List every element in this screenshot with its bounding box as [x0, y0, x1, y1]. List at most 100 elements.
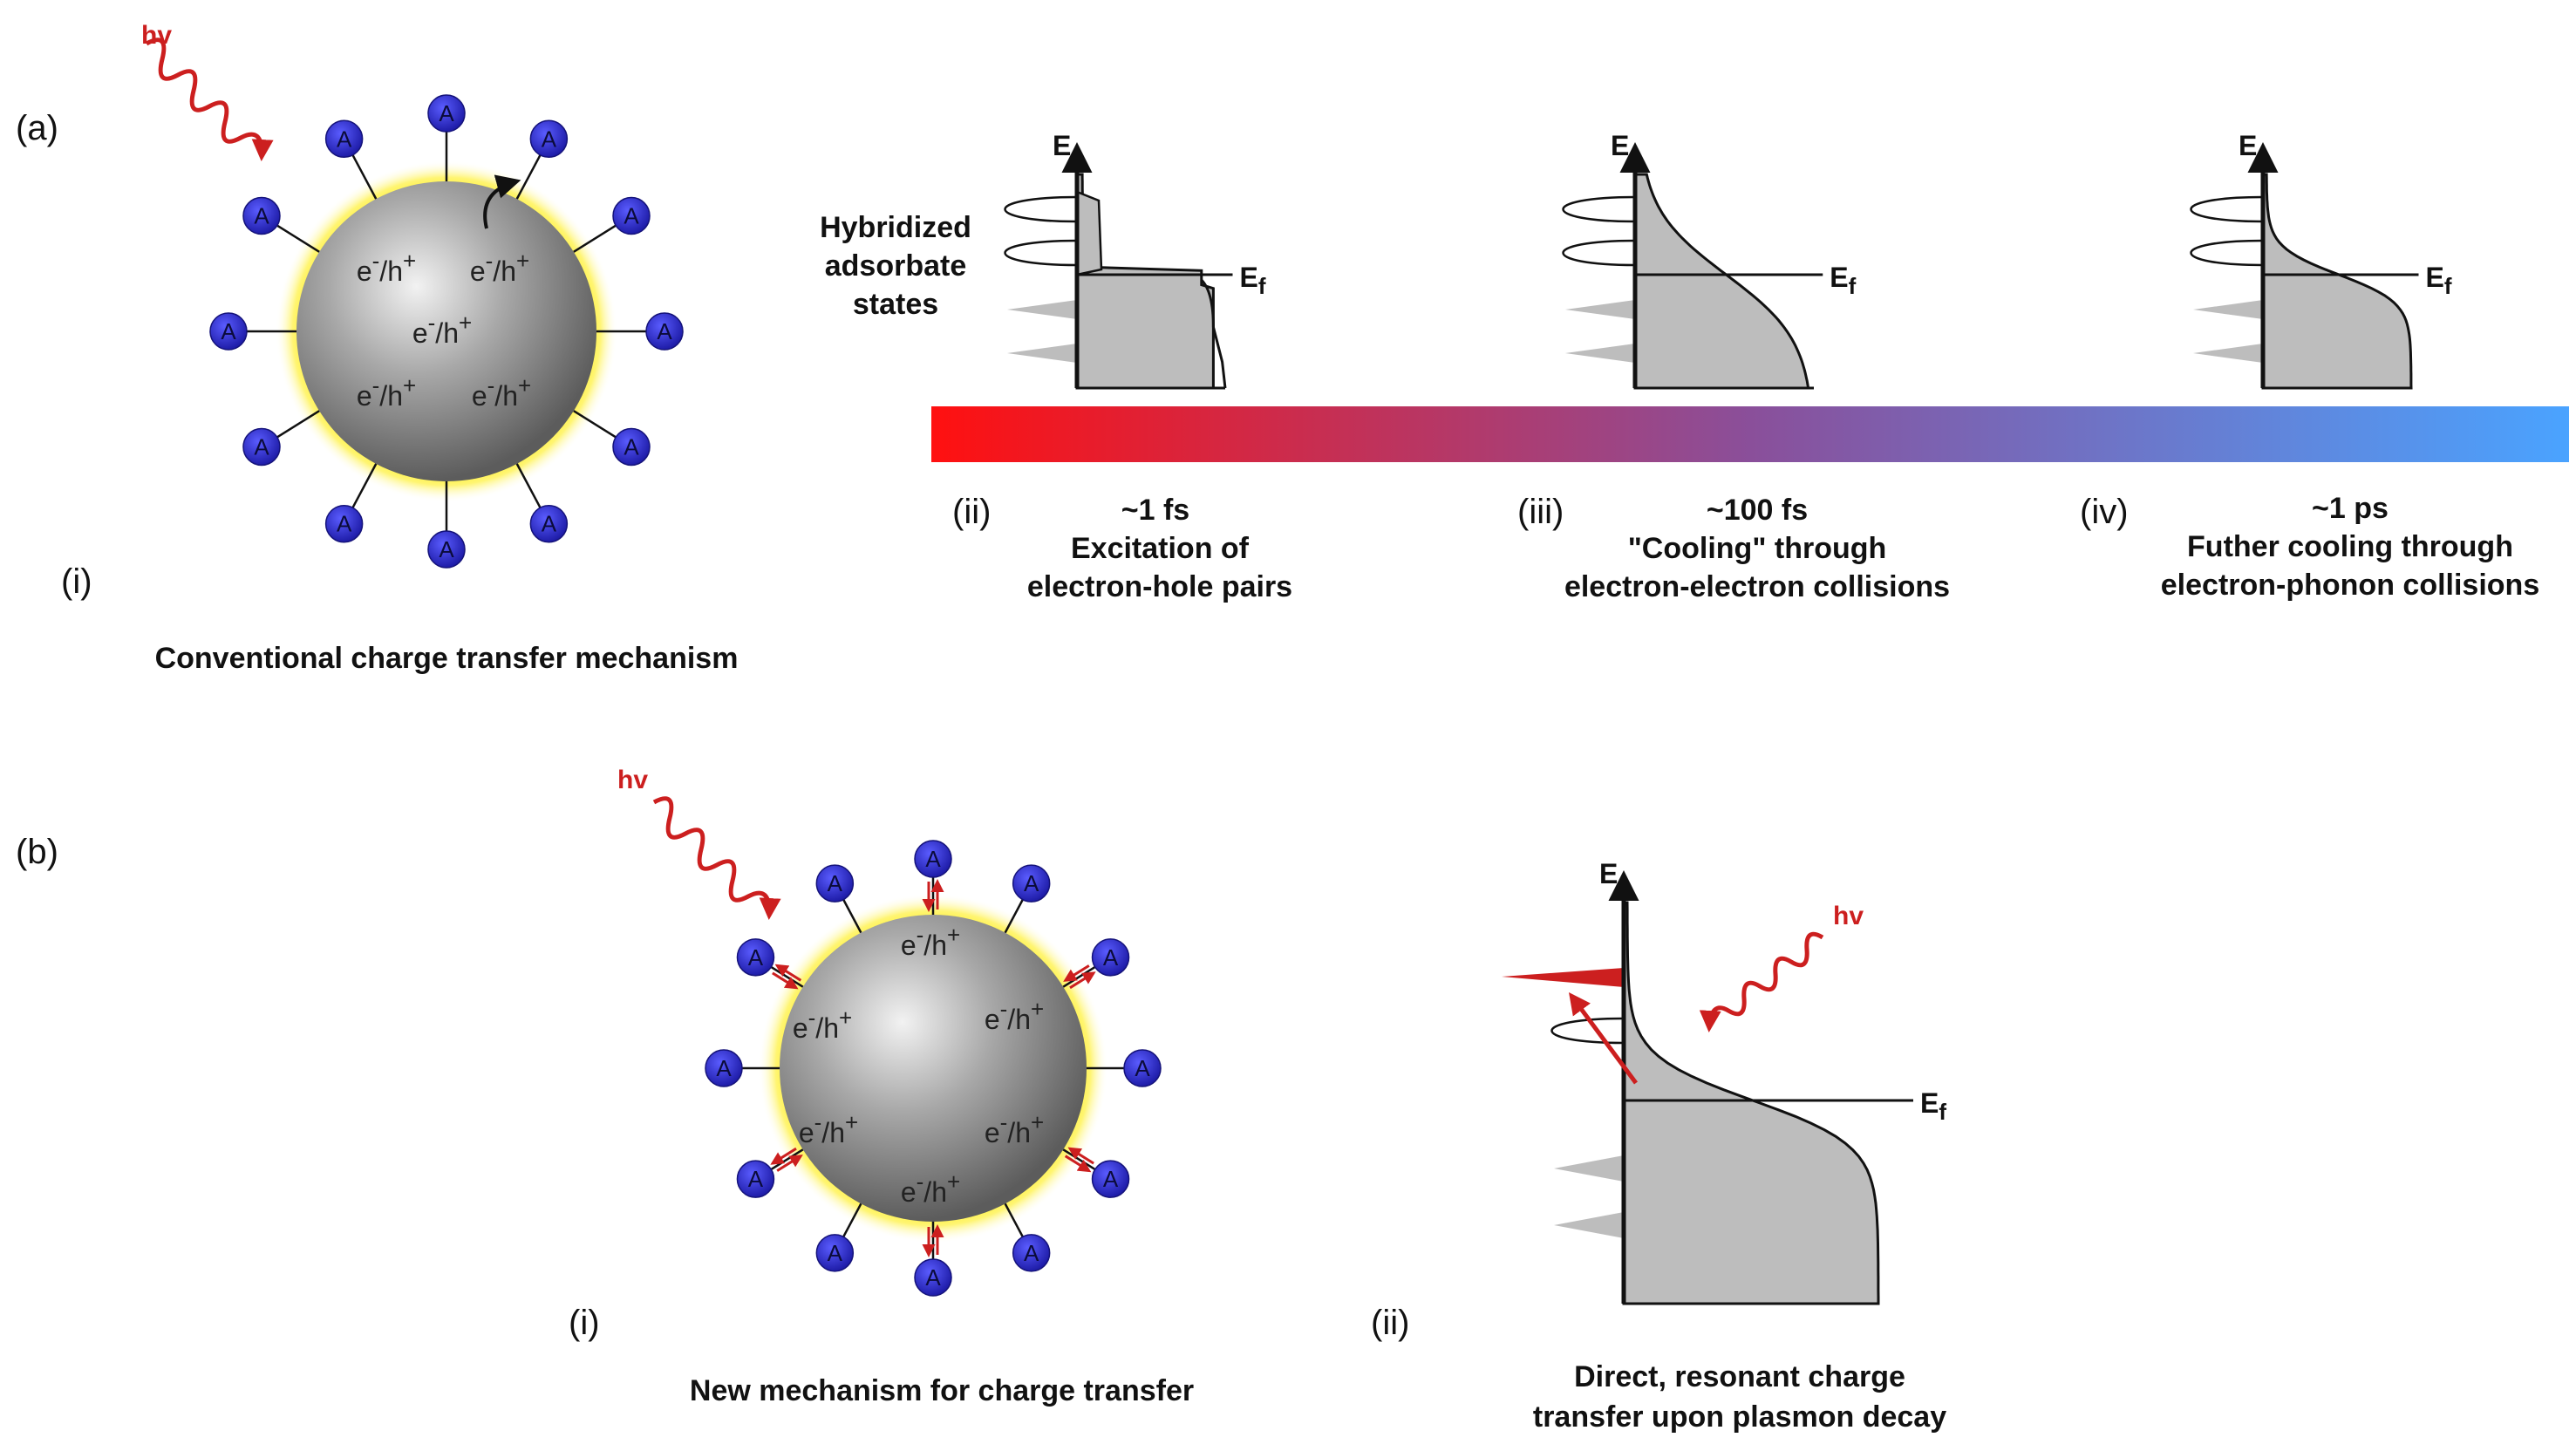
- adsorbate-bond: [842, 898, 862, 934]
- electron-hole-pair-label: e-/h+: [901, 1168, 960, 1208]
- adsorbate-molecule: A: [1012, 1234, 1051, 1272]
- adsorbate-letter: A: [542, 511, 557, 537]
- unoccupied-adsorbate-state: [2190, 239, 2264, 267]
- fermi-level-label: Ef: [1920, 1087, 1946, 1125]
- occupied-adsorbate-state: [1007, 300, 1077, 319]
- stage-iv-line1: Futher cooling through: [2187, 530, 2513, 563]
- electron-hole-pair-label: e-/h+: [793, 1005, 852, 1044]
- adsorbate-bond: [351, 463, 378, 509]
- dos-diagram-excitation: E Ef: [1004, 130, 1266, 390]
- adsorbate-molecule: A: [427, 530, 466, 569]
- occupied-adsorbate-state: [2193, 300, 2263, 319]
- hybridized-label-line2: adsorbate: [825, 249, 967, 283]
- adsorbate-letter: A: [1103, 944, 1119, 971]
- adsorbate-letter: A: [624, 433, 639, 460]
- adsorbate-molecule: A: [736, 1160, 775, 1198]
- adsorbate-letter: A: [1135, 1055, 1150, 1081]
- adsorbate-molecule: A: [705, 1049, 743, 1087]
- fermi-level-label: Ef: [2426, 262, 2452, 299]
- occupied-adsorbate-state: [1554, 1155, 1624, 1182]
- nanoparticle-new-mechanism: AAAAAAAAAAAAe-/h+e-/h+e-/h+e-/h+e-/h+e-/…: [705, 840, 1162, 1297]
- unoccupied-adsorbate-state: [1004, 239, 1078, 267]
- hot-hole-edge: [1200, 278, 1227, 389]
- occupied-adsorbate-state: [1554, 1212, 1624, 1238]
- transfer-arrow-in: [1063, 964, 1090, 982]
- caption-direct-line1: Direct, resonant charge: [1574, 1360, 1905, 1393]
- adsorbate-bond: [573, 224, 617, 253]
- caption-new-mechanism: New mechanism for charge transfer: [690, 1374, 1194, 1407]
- transfer-arrow-in: [772, 971, 799, 990]
- electron-hole-pair-label: e-/h+: [357, 248, 416, 287]
- unoccupied-adsorbate-state: [1550, 1017, 1625, 1045]
- adsorbate-molecule: A: [914, 1258, 952, 1297]
- roman-a-ii: (ii): [952, 493, 991, 531]
- roman-a-iv: (iv): [2080, 493, 2129, 531]
- electron-hole-pair-label: e-/h+: [412, 310, 472, 349]
- energy-axis-label: E: [1053, 130, 1071, 161]
- hot-carrier-tail: [1076, 190, 1103, 276]
- stage-iii-line2: electron-electron collisions: [1564, 570, 1950, 603]
- stage-ii-time: ~1 fs: [1121, 494, 1189, 527]
- electron-hole-pair-label: e-/h+: [901, 922, 960, 961]
- adsorbate-letter: A: [1103, 1166, 1119, 1192]
- adsorbate-letter: A: [254, 433, 269, 460]
- adsorbate-letter: A: [542, 126, 557, 152]
- photon-label-b: hv: [617, 766, 648, 794]
- dos-diagram-electron-electron: EEf: [1562, 130, 1857, 390]
- stage-iv-time: ~1 ps: [2312, 492, 2389, 525]
- density-of-states: [1633, 173, 1814, 390]
- electron-hole-pair-label: e-/h+: [985, 1109, 1044, 1148]
- adsorbate-letter: A: [828, 870, 843, 896]
- electron-hop-arrow: [483, 174, 521, 229]
- photon-arrow-a: [145, 37, 274, 161]
- energy-axis-label: E: [1599, 858, 1618, 889]
- adsorbate-letter: A: [337, 126, 352, 152]
- adsorbate-molecule: A: [914, 840, 952, 878]
- adsorbate-letter: A: [1024, 1240, 1039, 1266]
- energy-axis-label: E: [2239, 130, 2257, 161]
- adsorbate-letter: A: [254, 203, 269, 229]
- adsorbate-letter: A: [748, 1166, 764, 1192]
- roman-b-ii: (ii): [1371, 1304, 1409, 1342]
- electron-hole-pair-label: e-/h+: [357, 372, 416, 412]
- dos-diagram-resonant: E Ef: [1502, 858, 1946, 1305]
- adsorbate-molecule: A: [242, 196, 281, 235]
- energy-axis-label: E: [1611, 130, 1629, 161]
- metal-nanoparticle: [296, 181, 596, 481]
- density-of-states: [1622, 901, 1880, 1305]
- adsorbate-letter: A: [925, 1264, 941, 1291]
- adsorbate-letter: A: [716, 1055, 732, 1081]
- roman-b-i: (i): [569, 1304, 600, 1342]
- stage-ii-line2: electron-hole pairs: [1027, 570, 1292, 603]
- electron-hole-pair-label: e-/h+: [472, 372, 531, 412]
- adsorbate-molecule: A: [1091, 938, 1130, 977]
- transfer-arrow-out: [1069, 971, 1096, 990]
- adsorbate-molecule: A: [427, 94, 466, 133]
- fermi-level-label: Ef: [1240, 262, 1266, 299]
- adsorbate-molecule: A: [645, 312, 684, 351]
- panel-label-a: (a): [16, 109, 58, 147]
- transfer-arrow-in: [1067, 1147, 1094, 1165]
- adsorbate-molecule: A: [1123, 1049, 1162, 1087]
- adsorbate-bond: [276, 410, 320, 439]
- photon-arrow-b-ii: [1699, 931, 1824, 1032]
- adsorbate-molecule: A: [815, 1234, 855, 1272]
- adsorbate-molecule: A: [242, 427, 281, 467]
- roman-a-iii: (iii): [1517, 493, 1564, 531]
- photon-label-a: hv: [141, 21, 172, 50]
- adsorbate-letter: A: [624, 203, 639, 229]
- hybridized-label-line1: Hybridized: [820, 211, 971, 244]
- adsorbate-letter: A: [657, 318, 672, 344]
- occupied-adsorbate-state: [1007, 344, 1077, 363]
- adsorbate-molecule: A: [324, 119, 364, 159]
- stage-iii-time: ~100 fs: [1707, 494, 1808, 527]
- adsorbate-letter: A: [925, 846, 941, 872]
- adsorbate-letter: A: [337, 511, 352, 537]
- occupied-adsorbate-state: [1565, 344, 1635, 363]
- stage-iv-line2: electron-phonon collisions: [2161, 569, 2539, 602]
- adsorbate-letter: A: [439, 100, 454, 126]
- adsorbate-molecule: A: [324, 504, 364, 543]
- adsorbate-bond: [1004, 898, 1025, 934]
- adsorbate-bond: [842, 1202, 862, 1238]
